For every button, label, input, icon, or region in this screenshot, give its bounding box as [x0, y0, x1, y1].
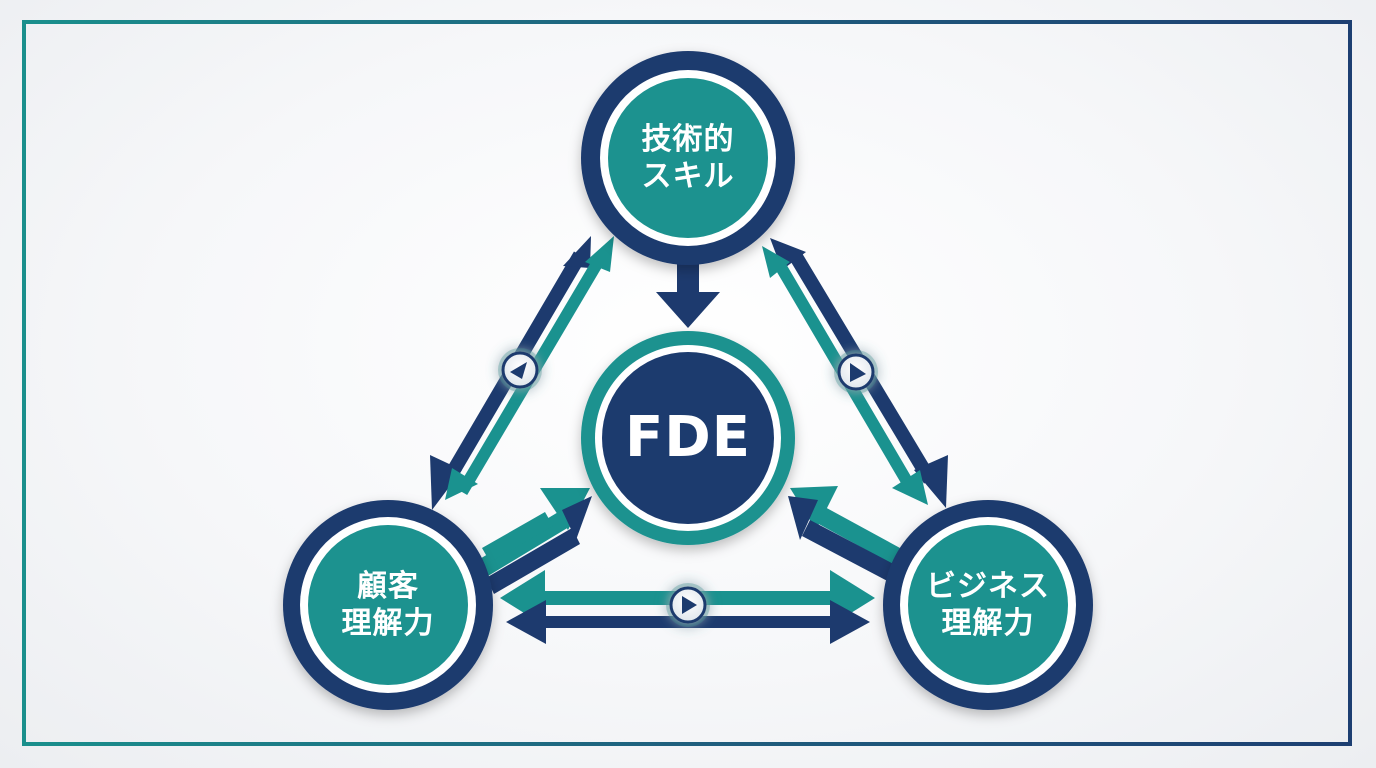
chevron-right-icon	[682, 596, 697, 614]
arrowhead-right-to-center-navy	[788, 496, 818, 540]
node-left	[283, 500, 493, 710]
arrowhead-bottom-left-navy	[506, 600, 546, 644]
arrow-left-to-center	[478, 488, 592, 594]
arrowhead-left-to-center-navy	[562, 496, 592, 540]
chevron-left-icon	[510, 362, 527, 379]
badge-right-edge	[834, 350, 878, 394]
arrowhead-top-right-down	[914, 455, 948, 508]
arrowhead-top-left-teal-up	[585, 236, 614, 272]
arrowhead-top-right-teal-up	[762, 246, 790, 278]
node-right	[883, 500, 1093, 710]
arrowhead-top-right-teal-down	[892, 470, 928, 505]
arrowhead-bottom-right-navy	[830, 600, 870, 644]
badge-bottom-edge	[666, 583, 710, 627]
arrowhead-top-left-down	[430, 455, 462, 510]
arrow-right-to-center	[788, 486, 905, 586]
arrowhead-top-left-teal-down	[445, 468, 478, 500]
chevron-right-icon	[850, 363, 866, 382]
arrowhead-top-left-up	[563, 236, 591, 268]
badge-left-edge	[498, 348, 542, 392]
node-top	[581, 51, 795, 265]
node-center	[581, 331, 795, 545]
arrow-top-to-center	[656, 255, 720, 328]
